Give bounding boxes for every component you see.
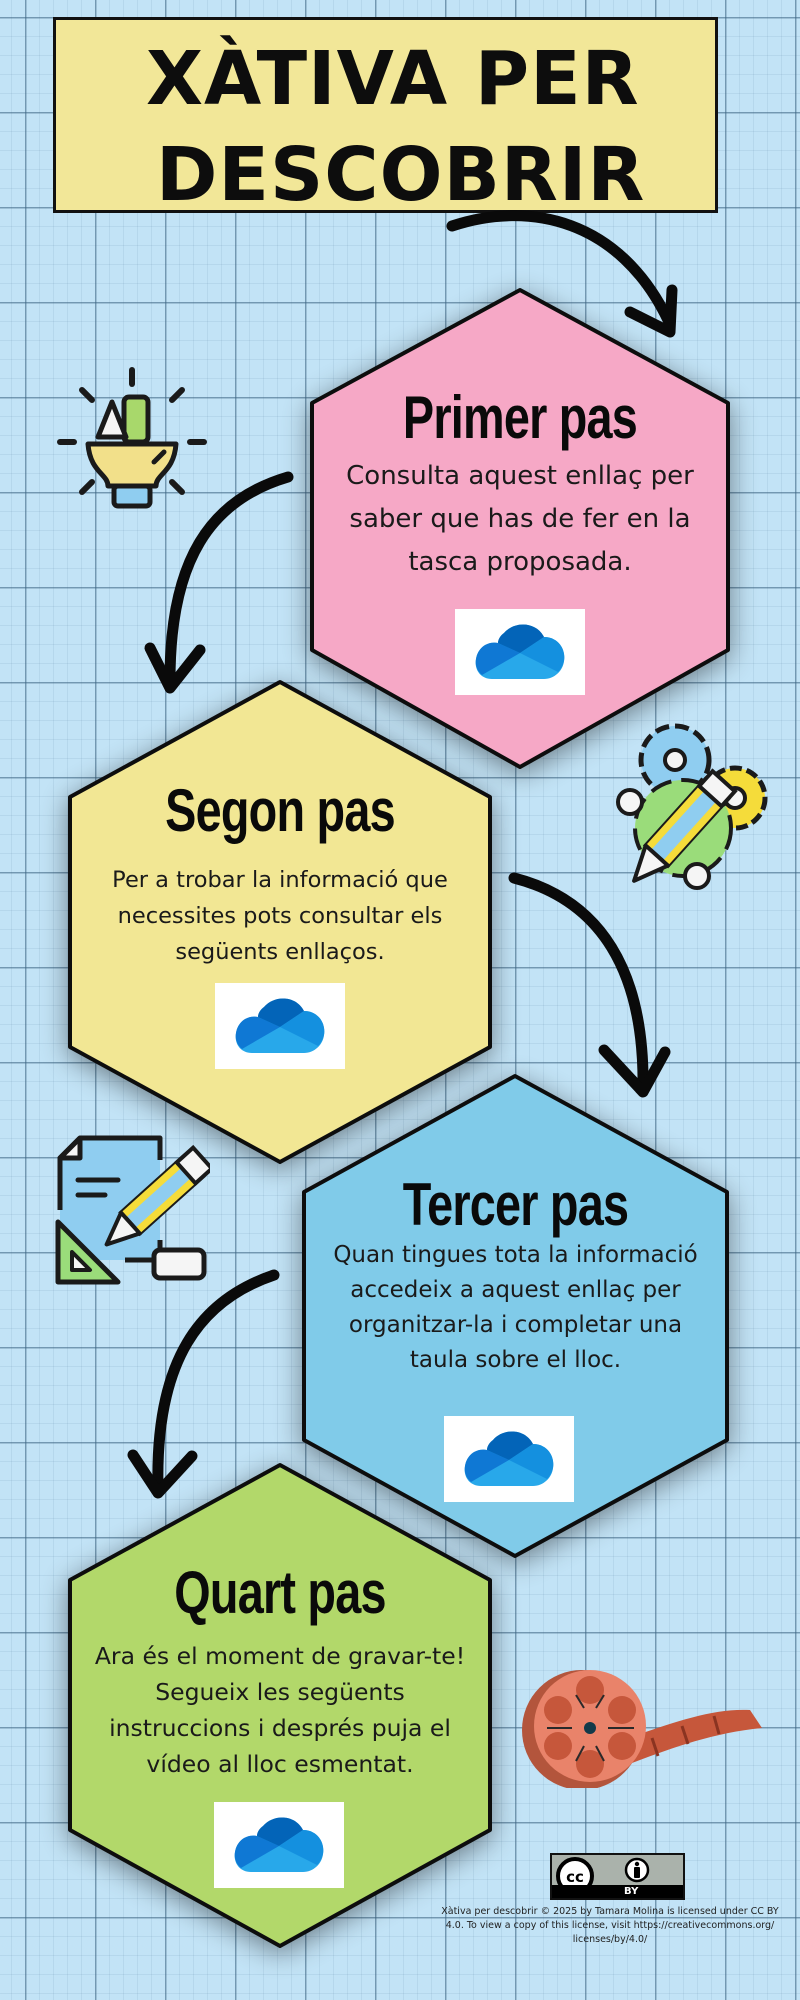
arrow-title-to-step1 xyxy=(446,210,674,326)
cc-by-label: BY xyxy=(624,1886,639,1897)
step1-content: Primer pas Consulta aquest enllaç per sa… xyxy=(312,385,728,584)
step4-content: Quart pas Ara és el moment de gravar-te!… xyxy=(70,1560,490,1782)
attribution-person-icon xyxy=(624,1857,650,1883)
license-line: 4.0. To view a copy of this license, vis… xyxy=(445,1920,775,1931)
title-banner: XÀTIVA PER DESCOBRIR xyxy=(53,17,718,213)
title-line-1: XÀTIVA PER xyxy=(146,36,640,122)
onedrive-cloud-icon xyxy=(464,1431,554,1486)
title-line-2: DESCOBRIR xyxy=(156,132,646,218)
lightbulb-ideas-icon xyxy=(57,367,207,509)
onedrive-cloud-icon xyxy=(235,998,325,1053)
license-link[interactable]: licenses/by/4.0/ xyxy=(572,1934,648,1945)
arrow-step2-to-step3 xyxy=(508,872,649,1096)
arrow-head-4 xyxy=(127,1449,198,1499)
step4-text: Ara és el moment de gravar-te! Segueix l… xyxy=(70,1638,490,1782)
step1-line: tasca proposada. xyxy=(408,547,632,577)
step2-line: següents enllaços. xyxy=(175,939,385,965)
step3-line: accedeix a aquest enllaç per xyxy=(350,1277,681,1303)
step3-onedrive-link[interactable] xyxy=(444,1416,574,1502)
step3-text: Quan tingues tota la informació accedeix… xyxy=(304,1238,727,1378)
onedrive-cloud-icon xyxy=(234,1817,324,1872)
step3-line: taula sobre el lloc. xyxy=(409,1347,622,1373)
step4-line: Segueix les següents xyxy=(155,1678,405,1706)
onedrive-cloud-icon xyxy=(475,624,565,679)
step2-content: Segon pas Per a trobar la informació que… xyxy=(70,778,490,970)
cc-badge-strip xyxy=(552,1885,683,1898)
step4-line: Ara és el moment de gravar-te! xyxy=(94,1642,466,1670)
arrow-head-3 xyxy=(598,1044,671,1098)
step2-line: necessites pots consultar els xyxy=(117,903,443,929)
arrow-head-2 xyxy=(144,642,206,694)
step2-onedrive-link[interactable] xyxy=(215,983,345,1069)
step1-line: Consulta aquest enllaç per xyxy=(346,461,694,491)
arrow-step3-to-step4 xyxy=(152,1269,280,1494)
license-footer: Xàtiva per descobrir © 2025 by Tamara Mo… xyxy=(430,1905,790,1947)
step4-line: vídeo al lloc esmentat. xyxy=(146,1750,414,1778)
step4-onedrive-link[interactable] xyxy=(214,1802,344,1888)
svg-text:cc: cc xyxy=(566,1868,584,1886)
step3-content: Tercer pas Quan tingues tota la informac… xyxy=(304,1172,727,1378)
cc-by-license-badge[interactable]: cc BY xyxy=(550,1853,685,1900)
step3-line: Quan tingues tota la informació xyxy=(333,1242,698,1268)
pencil-gears-icon xyxy=(616,723,768,890)
step1-title: Primer pas xyxy=(402,384,638,451)
arrow-head-1 xyxy=(624,284,678,338)
step1-onedrive-link[interactable] xyxy=(455,609,585,695)
step2-title: Segon pas xyxy=(165,777,395,844)
step2-text: Per a trobar la informació que necessite… xyxy=(70,862,490,970)
step1-line: saber que has de fer en la xyxy=(349,504,691,534)
film-reel-icon xyxy=(522,1670,762,1788)
license-line: Xàtiva per descobrir © 2025 by Tamara Mo… xyxy=(441,1906,779,1917)
step4-line: instruccions i després puja el xyxy=(109,1714,451,1742)
step3-line: organitzar-la i completar una xyxy=(348,1312,683,1338)
step4-title: Quart pas xyxy=(174,1559,386,1626)
document-pencil-ruler-icon xyxy=(55,1135,210,1285)
step3-title: Tercer pas xyxy=(402,1171,629,1238)
step2-line: Per a trobar la informació que xyxy=(112,867,448,893)
step1-text: Consulta aquest enllaç per saber que has… xyxy=(312,455,728,584)
